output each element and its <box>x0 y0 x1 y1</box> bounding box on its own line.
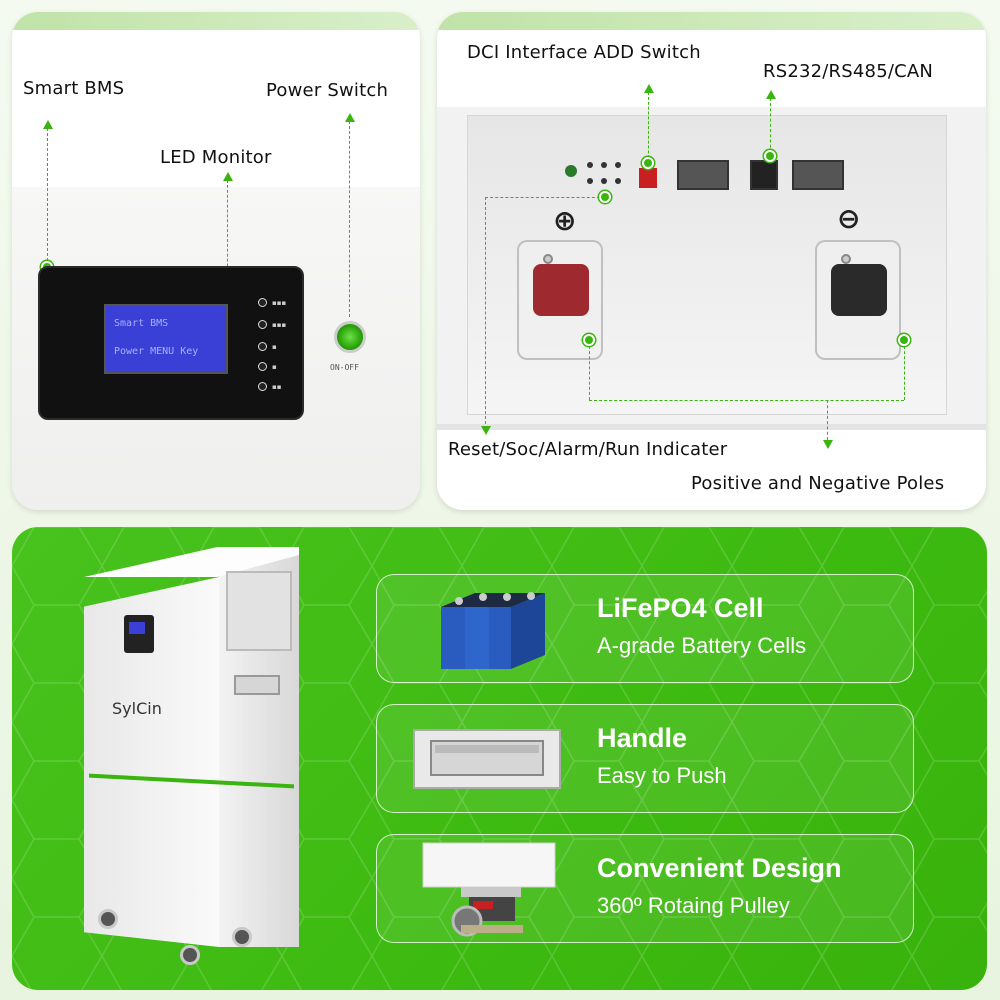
poles-vline <box>827 400 828 440</box>
comm-dot <box>764 150 776 162</box>
positive-symbol: ⊕ <box>553 204 577 237</box>
poles-arrow <box>823 440 833 449</box>
feature-title: LiFePO4 Cell <box>597 593 764 623</box>
dci-line <box>648 92 649 168</box>
feature-subtitle: 360º Rotaing Pulley <box>597 893 790 918</box>
led-monitor-line <box>227 180 228 296</box>
smart-bms-label: Smart BMS <box>23 78 125 99</box>
dip-switch[interactable] <box>639 168 657 188</box>
comm-ports-label: RS232/RS485/CAN <box>763 61 934 82</box>
smart-bms-line <box>47 128 48 266</box>
cabinet-screen <box>124 615 154 653</box>
lcd-screen: Smart BMS Power MENU Key <box>104 304 228 374</box>
wheel-icon <box>98 909 118 929</box>
positive-pole <box>517 240 603 360</box>
negative-pole-vline <box>904 346 905 400</box>
wheel-icon <box>180 945 200 965</box>
indicator-leds <box>587 162 627 192</box>
feature-lifepo4: LiFePO4 Cell A-grade Battery Cells <box>376 574 914 683</box>
dci-switch-label: DCI Interface ADD Switch <box>467 42 701 63</box>
negative-pole <box>815 240 901 360</box>
led-indicator: ▪▪ <box>258 382 282 391</box>
power-switch-line <box>349 121 350 317</box>
battery-cells-icon <box>441 592 545 669</box>
bms-display-panel: Smart BMS Power MENU Key ▪▪▪ ▪▪▪ ▪ ▪ ▪▪ <box>38 266 304 420</box>
reset-button[interactable] <box>565 165 577 177</box>
feature-handle: Handle Easy to Push <box>376 704 914 813</box>
indicator-vline <box>485 197 486 429</box>
poles-label: Positive and Negative Poles <box>691 473 945 494</box>
comm-line <box>770 98 771 158</box>
power-switch-button[interactable] <box>334 321 366 353</box>
cabinet-handle <box>234 675 280 695</box>
led-indicator: ▪▪▪ <box>258 298 286 307</box>
battery-cabinet: SylCin <box>84 547 299 965</box>
led-indicator: ▪ <box>258 362 277 371</box>
indicator-arrow <box>481 426 491 435</box>
poles-hline <box>589 400 904 401</box>
negative-symbol: ⊖ <box>837 202 861 235</box>
feature-panel: SylCin LiFePO4 Cell A-grade Battery Cell… <box>12 527 987 990</box>
lcd-line-1: Smart BMS <box>114 318 169 329</box>
led-indicator: ▪▪▪ <box>258 320 286 329</box>
rj45-port-2[interactable] <box>750 160 778 190</box>
feature-design: Convenient Design 360º Rotaing Pulley <box>376 834 914 943</box>
led-indicator: ▪ <box>258 342 277 351</box>
power-switch-label: Power Switch <box>266 80 389 101</box>
dci-arrow <box>644 84 654 93</box>
feature-subtitle: A-grade Battery Cells <box>597 633 807 658</box>
rj45-port-3[interactable] <box>792 160 844 190</box>
cabinet-terminal-window <box>226 571 292 651</box>
positive-pole-vline <box>589 346 590 400</box>
power-switch-arrow <box>345 113 355 122</box>
negative-pole-dot <box>898 334 910 346</box>
led-monitor-label: LED Monitor <box>160 147 272 168</box>
smart-bms-arrow <box>43 120 53 129</box>
caster-wheel-icon <box>422 842 556 937</box>
power-switch-text: ON-OFF <box>330 363 359 372</box>
positive-pole-dot <box>583 334 595 346</box>
handle-icon <box>413 729 561 789</box>
feature-title: Handle <box>597 723 688 753</box>
indicator-hline <box>485 197 605 198</box>
rj45-port-1[interactable] <box>677 160 729 190</box>
terminal-detail-card: DCI Interface ADD Switch RS232/RS485/CAN… <box>437 12 986 510</box>
brand-logo: SylCin <box>112 699 162 718</box>
indicator-label: Reset/Soc/Alarm/Run Indicater <box>448 439 728 460</box>
feature-subtitle: Easy to Push <box>597 763 727 788</box>
feature-title: Convenient Design <box>597 853 842 883</box>
indicator-dot <box>599 191 611 203</box>
wheel-icon <box>232 927 252 947</box>
lcd-line-2: Power MENU Key <box>114 346 199 357</box>
terminal-lip <box>437 424 986 430</box>
comm-arrow <box>766 90 776 99</box>
led-monitor-arrow <box>223 172 233 181</box>
dci-dot <box>642 157 654 169</box>
bms-detail-card: Smart BMS Power Switch LED Monitor Smart… <box>12 12 420 510</box>
